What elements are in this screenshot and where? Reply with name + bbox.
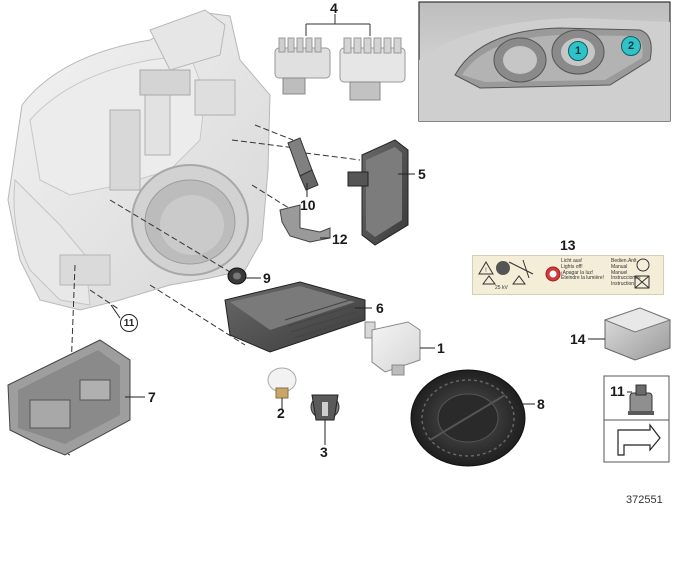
sticker-line: Licht aus!	[561, 258, 583, 264]
circled-ref-11: 11	[120, 314, 138, 332]
legend-box-number: 11	[610, 383, 625, 399]
sticker-graphics: !	[478, 258, 650, 289]
legend-box	[603, 375, 670, 463]
sticker-line: Éteindre la lumière!	[561, 275, 605, 282]
vehicle-inset	[418, 1, 671, 122]
svg-text:!: !	[485, 268, 487, 274]
warning-sticker: ! Licht aus! Lights off! ¡Apagar la luz!…	[472, 255, 664, 295]
lower-bracket	[7, 339, 131, 456]
control-unit-bracket	[347, 139, 409, 246]
sticker-line: Instruction	[611, 281, 635, 287]
inset-badge-2: 2	[621, 36, 641, 56]
callout-9: 9	[263, 270, 271, 286]
control-module	[224, 281, 366, 353]
sticker-line: Bedien.Anlt.	[611, 258, 638, 264]
bracket-clip	[287, 137, 319, 191]
callout-10: 10	[300, 197, 316, 213]
sticker-line: Manuel	[611, 269, 628, 276]
bulb-socket	[364, 321, 421, 376]
callout-6: 6	[376, 300, 384, 316]
bulb	[267, 367, 297, 399]
callout-12: 12	[332, 231, 348, 247]
callout-2: 2	[277, 405, 285, 421]
led-modules	[274, 14, 406, 101]
callout-4: 4	[330, 0, 338, 16]
sticker-line: Lights off!	[561, 263, 583, 270]
grommet	[227, 267, 247, 285]
callout-3: 3	[320, 444, 328, 460]
callout-7: 7	[148, 389, 156, 405]
storage-box	[603, 307, 672, 361]
diagram-reference-number: 372551	[626, 494, 663, 506]
cover-cap	[410, 369, 526, 467]
headlight-housing	[7, 9, 271, 311]
sticker-line: Instrucciones	[611, 275, 641, 282]
callout-1: 1	[437, 340, 445, 356]
sticker-line: ¡Apagar la luz!	[561, 269, 594, 276]
inset-badge-1: 1	[568, 41, 588, 61]
bulb-holder	[310, 394, 340, 421]
callout-13: 13	[560, 237, 576, 253]
callout-8: 8	[537, 396, 545, 412]
mounting-bracket	[279, 204, 331, 243]
sticker-left-text: Licht aus! Lights off! ¡Apagar la luz! É…	[561, 258, 605, 282]
sticker-line: Manual	[611, 263, 628, 270]
sticker-right-text: Bedien.Anlt. Manual Manuel Instrucciones…	[611, 258, 641, 288]
callout-5: 5	[418, 166, 426, 182]
callout-14: 14	[570, 331, 586, 347]
sticker-voltage: 25 kV	[495, 285, 508, 291]
